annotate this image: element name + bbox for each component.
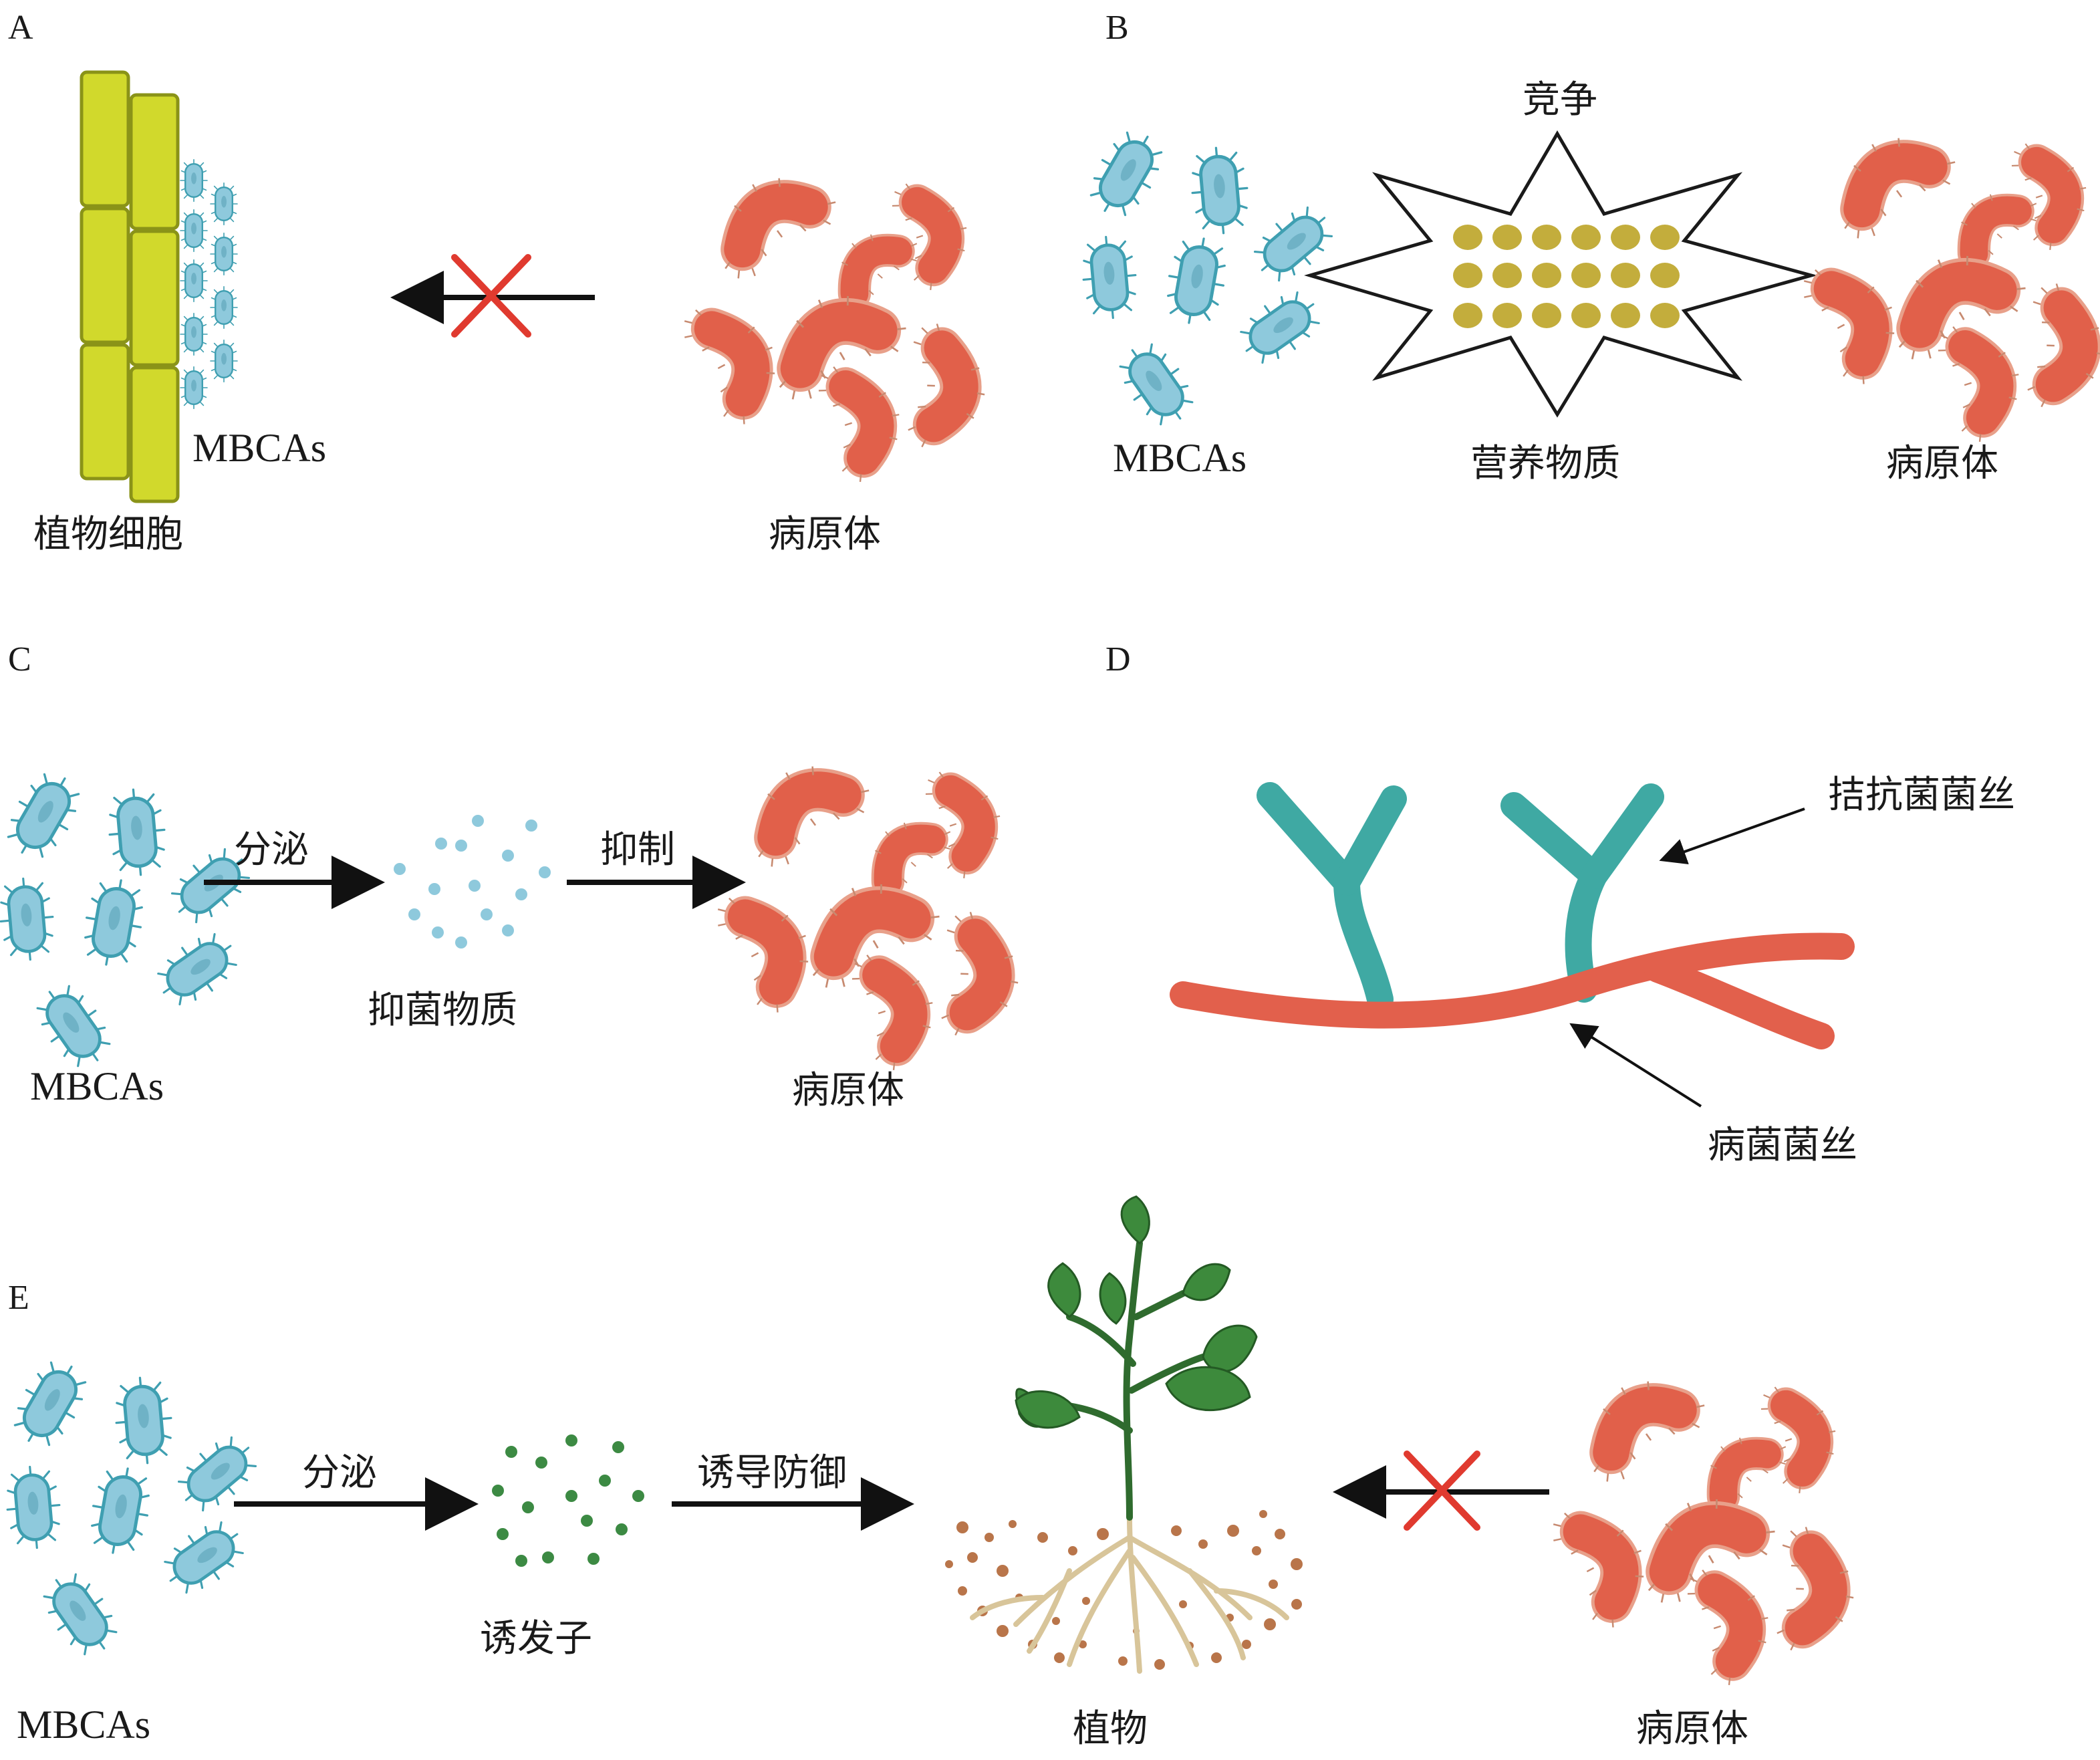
panel-b-letter: B xyxy=(1105,9,1129,47)
panel-a-letter: A xyxy=(8,9,33,47)
elicitor-label: 诱发子 xyxy=(480,1617,592,1660)
mbca-bacterium-icon xyxy=(179,158,239,410)
plant-icon xyxy=(945,1195,1303,1674)
pathogen-bacterium-icon xyxy=(677,154,995,486)
competition-label: 竞争 xyxy=(1523,78,1597,122)
secrete-label: 分泌 xyxy=(302,1451,377,1495)
pathogen-bacterium-icon xyxy=(1797,114,2100,446)
soil-icon xyxy=(945,1510,1303,1670)
arrow-icon xyxy=(1659,807,1805,865)
arrow-icon xyxy=(1569,1023,1702,1108)
pathogen-bacterium-icon xyxy=(1546,1357,1864,1689)
cross-icon xyxy=(1404,1451,1480,1531)
pathogen-label: 病原体 xyxy=(1886,442,1998,485)
mbcas-label: MBCAs xyxy=(17,1703,150,1747)
panel-d: D 拮抗菌菌丝 病菌菌丝 xyxy=(1105,640,2015,1167)
inhibit-label: 抑制 xyxy=(600,828,675,872)
antimicrobial-dots-icon xyxy=(394,815,551,949)
panel-a: A MBCAs 植物细胞 病原体 xyxy=(8,9,995,556)
panel-d-letter: D xyxy=(1105,640,1131,678)
panel-e: E MBCAs 分泌 诱发子 诱导防御 xyxy=(4,1195,1864,1751)
panel-c: C MBCAs 分泌 抑菌物质 抑制 病原体 xyxy=(0,640,1029,1112)
nutrient-granule-icon xyxy=(1453,225,1680,328)
induce-defense-label: 诱导防御 xyxy=(697,1451,847,1495)
pathogen-hypha-icon xyxy=(1170,932,1855,1049)
elicitor-dots-icon xyxy=(492,1434,644,1567)
nutrients-label: 营养物质 xyxy=(1470,442,1620,485)
pathogen-bacterium-icon xyxy=(710,742,1029,1074)
mbca-bacterium-icon xyxy=(1080,123,1341,434)
plant-label: 植物 xyxy=(1073,1707,1148,1751)
antagonist-hyphae-label: 拮抗菌菌丝 xyxy=(1828,773,2015,817)
cross-icon xyxy=(451,254,531,338)
panel-e-letter: E xyxy=(8,1279,29,1317)
mbcas-label: MBCAs xyxy=(1113,436,1246,480)
mbcas-label: MBCAs xyxy=(192,426,326,470)
pathogen-label: 病原体 xyxy=(1636,1707,1748,1751)
leaf-icon xyxy=(1015,1195,1258,1429)
panel-b: B MBCAs 竞争 营养物质 病原体 xyxy=(1080,9,2100,485)
pathogen-hyphae-label: 病菌菌丝 xyxy=(1708,1124,1857,1167)
plant-cell-icon xyxy=(80,70,180,503)
mbca-bacterium-icon xyxy=(4,1353,265,1664)
panel-c-letter: C xyxy=(8,640,31,678)
mbca-bacterium-icon xyxy=(0,765,259,1076)
root-icon xyxy=(970,1515,1289,1674)
pathogen-label: 病原体 xyxy=(769,513,881,556)
plant-cells-label: 植物细胞 xyxy=(33,513,183,556)
antimicrobial-label: 抑菌物质 xyxy=(368,989,517,1032)
secrete-label: 分泌 xyxy=(234,828,309,872)
mbcas-label: MBCAs xyxy=(30,1064,164,1108)
pathogen-label: 病原体 xyxy=(792,1069,904,1112)
